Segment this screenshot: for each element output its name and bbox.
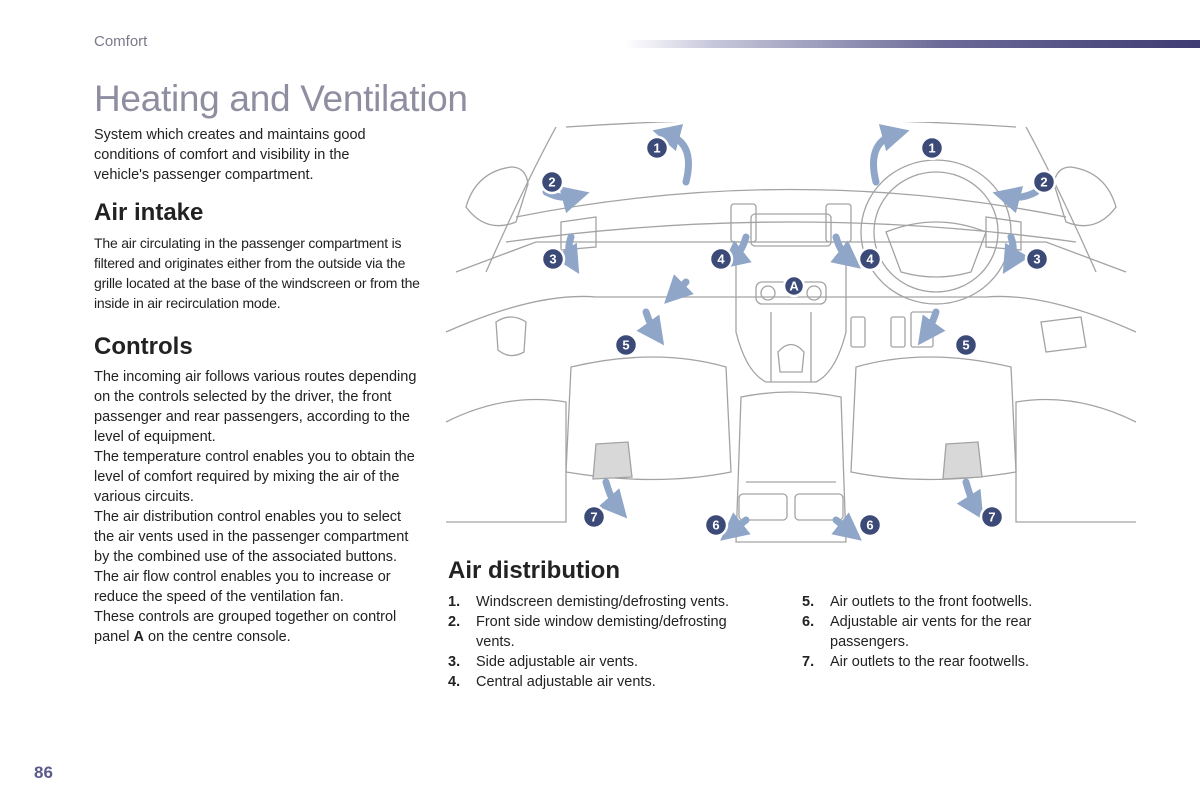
diagram-marker: 3 [540,246,566,272]
list-item-number: 6. [802,614,815,630]
controls-heading: Controls [94,333,193,360]
intro-text: System which creates and maintains good … [94,127,366,183]
page-number: 86 [34,763,53,782]
diagram-marker: 1 [644,135,670,161]
diagram-marker: 4 [708,246,734,272]
car-interior-outline [446,122,1136,543]
list-item-number: 3. [448,654,461,670]
list-item: 1. Windscreen demisting/defrosting vents. [448,592,768,612]
diagram-marker: 6 [857,512,883,538]
list-item-number: 7. [802,654,815,670]
list-item: 2. Front side window demisting/defrosting… [448,612,768,652]
list-item-text: Central adjustable air vents. [476,674,656,690]
page-title: Heating and Ventilation [94,78,468,119]
list-item-text: Windscreen demisting/defrosting vents. [476,594,730,610]
diagram-marker: 5 [953,332,979,358]
diagram-marker-label: A [789,279,799,294]
diagram-marker-label: 2 [548,175,555,190]
diagram-marker-label: 7 [590,510,597,525]
control-panel-marker: A [782,274,806,298]
list-item-number: 1. [448,594,461,610]
controls-text-span: These controls are grouped together on c… [94,609,397,645]
list-item-text: Air outlets to the rear footwells. [830,654,1030,670]
diagram-marker: 7 [581,504,607,530]
air-intake-text: The air circulating in the passenger com… [94,235,420,311]
controls-text: The incoming air follows various routes … [94,367,424,647]
controls-paragraph: The air flow control enables you to incr… [94,569,391,605]
ventilation-diagram: 1 1 2 2 3 3 4 4 5 5 6 6 7 7 A [446,122,1136,543]
diagram-marker-label: 1 [653,141,660,156]
list-item-text: Air outlets to the front footwells. [830,594,1033,610]
list-item-text: Front side window demisting/defrosting v… [476,614,727,650]
section-label: Comfort [94,33,148,50]
diagram-marker-label: 3 [1033,252,1040,267]
diagram-marker: 4 [857,246,883,272]
header-rule [625,40,1200,48]
diagram-marker: 1 [919,135,945,161]
air-distribution-heading: Air distribution [448,557,620,584]
air-distribution-list-col2: 5. Air outlets to the front footwells. 6.… [802,592,1072,672]
diagram-marker: 3 [1024,246,1050,272]
controls-paragraph: The air distribution control enables you… [94,509,409,565]
diagram-marker-label: 4 [866,252,874,267]
air-distribution-list-col1: 1. Windscreen demisting/defrosting vents.… [448,592,768,692]
list-item: 3. Side adjustable air vents. [448,652,768,672]
list-item-number: 5. [802,594,815,610]
controls-text-span: on the centre console. [144,629,291,645]
list-item-text: Side adjustable air vents. [476,654,639,670]
airflow-arrows [542,124,1040,541]
diagram-marker: 5 [613,332,639,358]
list-item: 4. Central adjustable air vents. [448,672,768,692]
controls-paragraph: The temperature control enables you to o… [94,449,415,505]
list-item: 7. Air outlets to the rear footwells. [802,652,1072,672]
diagram-marker-label: 4 [717,252,725,267]
diagram-marker-label: 6 [866,518,873,533]
diagram-marker: 2 [1031,169,1057,195]
diagram-marker-label: 2 [1040,175,1047,190]
list-item: 6. Adjustable air vents for the rear pass… [802,612,1072,652]
list-item-number: 4. [448,674,461,690]
diagram-marker-label: 3 [549,252,556,267]
list-item: 5. Air outlets to the front footwells. [802,592,1072,612]
controls-paragraph: The incoming air follows various routes … [94,369,417,445]
diagram-marker-label: 1 [928,141,935,156]
diagram-marker-label: 5 [622,338,629,353]
diagram-marker-label: 7 [988,510,995,525]
diagram-marker: 7 [979,504,1005,530]
list-item-text: Adjustable air vents for the rear passen… [830,614,1032,650]
diagram-marker-label: 6 [712,518,719,533]
controls-paragraph-last: These controls are grouped together on c… [94,607,424,647]
list-item-number: 2. [448,614,461,630]
diagram-marker: 2 [539,169,565,195]
control-panel-ref: A [133,629,144,645]
air-intake-heading: Air intake [94,199,204,226]
diagram-marker-label: 5 [962,338,969,353]
diagram-marker: 6 [703,512,729,538]
